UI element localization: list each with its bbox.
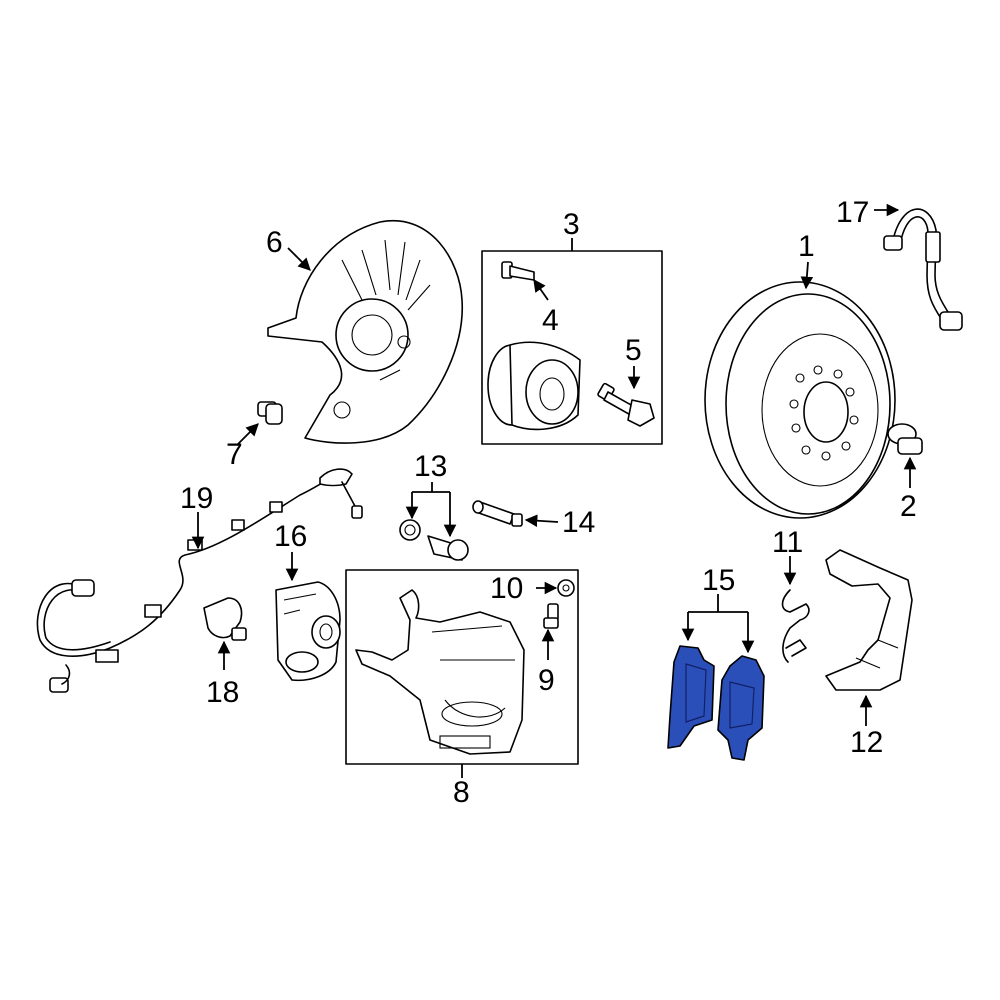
brake-pad-outer[interactable] [717, 655, 765, 761]
guide-pin[interactable] [472, 500, 523, 527]
callout-17: 17 [836, 196, 869, 229]
dust-shield[interactable] [267, 219, 464, 444]
abs-sensor-harness[interactable] [36, 468, 363, 693]
hub-bolt[interactable] [597, 382, 655, 427]
brake-caliper[interactable] [355, 589, 525, 755]
leader-lines [191, 203, 917, 778]
pad-outer-fill [717, 655, 765, 761]
callout-8: 8 [453, 776, 470, 809]
callout-12: 12 [850, 726, 883, 759]
guide-bushing-set[interactable] [399, 519, 469, 561]
callout-15: 15 [702, 564, 735, 597]
bleeder-cap[interactable] [557, 579, 575, 597]
callout-10: 10 [490, 572, 523, 605]
caliper-bracket[interactable] [825, 549, 913, 691]
wheel-hub[interactable] [487, 341, 581, 431]
parking-brake-motor[interactable] [275, 581, 341, 682]
anti-rattle-clip[interactable] [781, 589, 810, 663]
hub-stud[interactable] [501, 261, 535, 281]
brake-pad-inner[interactable] [667, 645, 715, 749]
callout-labels: 1 2 3 4 5 6 7 8 9 10 11 12 13 14 15 16 1… [180, 196, 917, 809]
callout-18: 18 [206, 676, 239, 709]
callout-4: 4 [542, 304, 559, 337]
brake-rotor[interactable] [704, 281, 896, 519]
callout-19: 19 [180, 482, 213, 515]
callout-3: 3 [563, 208, 580, 241]
bleeder-screw[interactable] [543, 603, 559, 629]
rotor-screw[interactable] [887, 423, 923, 455]
callout-11: 11 [772, 526, 803, 559]
callout-5: 5 [625, 334, 642, 367]
callout-16: 16 [274, 520, 307, 553]
callout-6: 6 [266, 226, 283, 259]
callout-7: 7 [226, 438, 243, 471]
wheel-speed-sensor[interactable] [203, 597, 247, 641]
shield-bolt[interactable] [257, 401, 283, 425]
pad-inner-fill [667, 645, 715, 749]
callout-13: 13 [414, 450, 447, 483]
callout-1: 1 [798, 230, 815, 263]
callout-14: 14 [562, 506, 595, 539]
callout-2: 2 [900, 490, 917, 523]
brake-hose[interactable] [883, 208, 963, 331]
callout-9: 9 [538, 664, 555, 697]
